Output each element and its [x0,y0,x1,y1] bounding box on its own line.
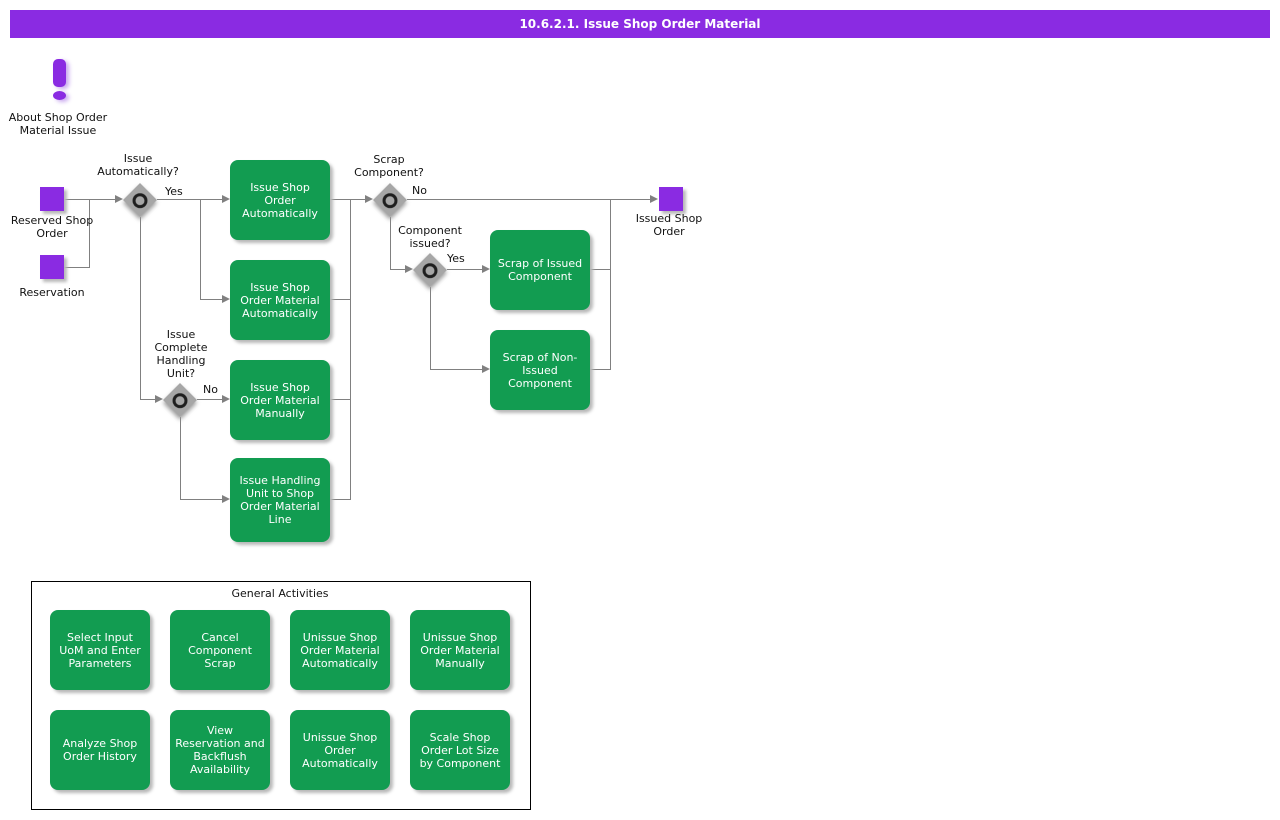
decision-label: Component issued? [398,224,462,250]
connector [89,199,90,268]
gateway-circle-icon [419,259,441,281]
decision-issue-automatically [123,183,157,217]
connector [350,199,351,500]
exclamation-icon[interactable] [46,57,74,103]
connector [197,399,222,400]
connector [330,299,351,300]
connector [200,199,222,200]
ga-scale-shop-order-lot-size-by-component[interactable]: Scale Shop Order Lot Size by Component [410,710,510,790]
start-node-reserved-shop-order[interactable] [40,187,64,211]
connector [330,399,351,400]
branch-label-no: No [203,383,218,396]
connector [330,199,365,200]
connector [447,269,482,270]
about-notice-label[interactable]: About Shop Order Material Issue [8,111,108,137]
decision-component-issued [413,253,447,287]
arrowhead [222,395,230,403]
branch-label-yes: Yes [165,185,183,198]
ga-unissue-shop-order-material-automatically[interactable]: Unissue Shop Order Material Automaticall… [290,610,390,690]
branch-label-yes: Yes [447,252,465,265]
decision-scrap-component [373,183,407,217]
ga-cancel-component-scrap[interactable]: Cancel Component Scrap [170,610,270,690]
ga-select-input-uom-and-enter-parameters[interactable]: Select Input UoM and Enter Parameters [50,610,150,690]
connector [330,499,351,500]
activity-issue-handling-unit-to-shop-order-material-line[interactable]: Issue Handling Unit to Shop Order Materi… [230,458,330,542]
decision-label: Issue Complete Handling Unit? [154,328,208,380]
arrowhead [222,295,230,303]
page-title: 10.6.2.1. Issue Shop Order Material [10,10,1270,38]
decision-label: Scrap Component? [354,153,424,179]
ga-unissue-shop-order-material-manually[interactable]: Unissue Shop Order Material Manually [410,610,510,690]
gateway-circle-icon [379,189,401,211]
connector [140,217,141,400]
arrowhead [222,495,230,503]
gateway-circle-icon [169,389,191,411]
activity-issue-shop-order-material-manually[interactable]: Issue Shop Order Material Manually [230,360,330,440]
ga-unissue-shop-order-automatically[interactable]: Unissue Shop Order Automatically [290,710,390,790]
arrowhead [222,195,230,203]
connector [64,267,90,268]
end-node-label: Issued Shop Order [635,212,703,238]
start-node-label: Reserved Shop Order [10,214,94,240]
ga-analyze-shop-order-history[interactable]: Analyze Shop Order History [50,710,150,790]
exclamation-bar [53,59,66,87]
start-node-label: Reservation [19,286,85,299]
connector [390,269,405,270]
start-node-reservation[interactable] [40,255,64,279]
activity-issue-shop-order-automatically[interactable]: Issue Shop Order Automatically [230,160,330,240]
connector [140,399,155,400]
connector [590,269,611,270]
connector [180,417,181,500]
decision-issue-complete-handling-unit [163,383,197,417]
connector [180,499,222,500]
gateway-circle-icon [129,189,151,211]
arrowhead [482,365,490,373]
activity-scrap-of-issued-component[interactable]: Scrap of Issued Component [490,230,590,310]
connector [430,287,431,370]
connector [390,217,391,270]
activity-issue-shop-order-material-automatically[interactable]: Issue Shop Order Material Automatically [230,260,330,340]
connector [590,369,611,370]
decision-label: Issue Automatically? [97,152,179,178]
arrowhead [365,195,373,203]
connector [200,299,222,300]
end-node-issued-shop-order[interactable] [659,187,683,211]
arrowhead [482,265,490,273]
connector [610,199,611,370]
arrowhead [405,265,413,273]
connector [430,369,482,370]
general-activities-title: General Activities [231,587,329,600]
arrowhead [650,195,658,203]
connector [200,199,201,300]
connector [157,199,201,200]
ga-view-reservation-and-backflush-availability[interactable]: View Reservation and Backflush Availabil… [170,710,270,790]
exclamation-dot [53,91,66,100]
arrowhead [155,395,163,403]
connector [407,199,650,200]
activity-scrap-of-non-issued-component[interactable]: Scrap of Non-Issued Component [490,330,590,410]
arrowhead [115,195,123,203]
branch-label-no: No [412,184,427,197]
